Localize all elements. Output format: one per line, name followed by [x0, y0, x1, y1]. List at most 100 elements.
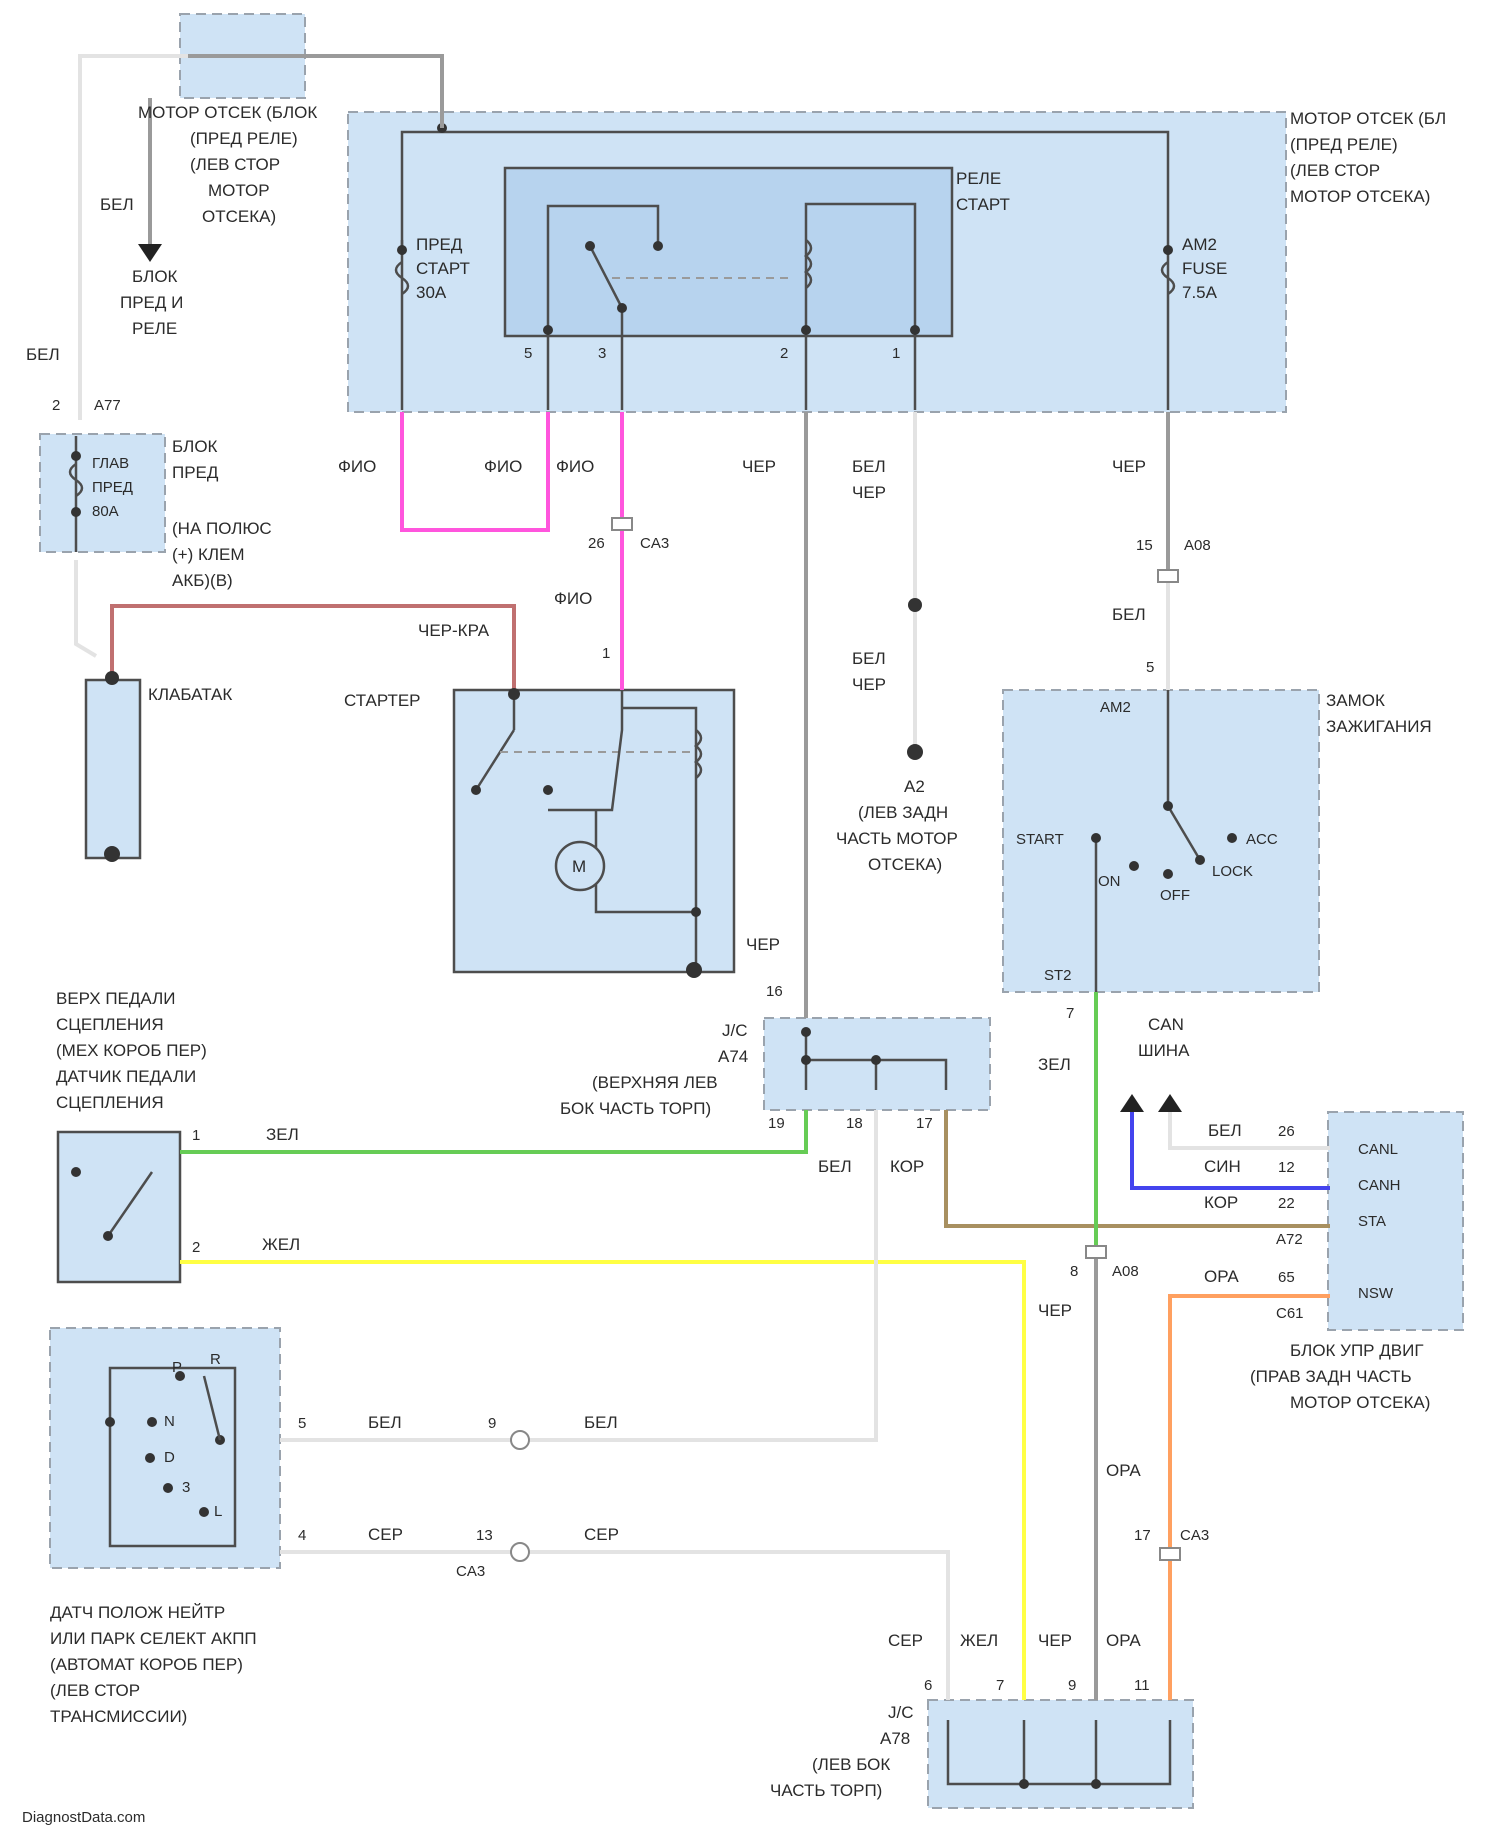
label-main-fuse-note-2: (+) КЛЕМ	[172, 545, 245, 564]
label-clutch-5: СЦЕПЛЕНИЯ	[56, 1093, 164, 1112]
label-bel-7: БЕЛ	[584, 1413, 618, 1432]
label-arrow-block-2: ПРЕД И	[120, 293, 183, 312]
label-fio-1: ФИО	[338, 457, 376, 476]
label-nsw-p: P	[172, 1359, 182, 1376]
label-relay-2: СТАРТ	[956, 195, 1010, 214]
label-motor: M	[572, 857, 586, 876]
pin-jc78-9: 9	[1068, 1677, 1076, 1694]
label-zhel-1: ЖЕЛ	[262, 1235, 300, 1254]
label-zhel-2: ЖЕЛ	[960, 1631, 998, 1650]
label-jc74-3: (ВЕРХНЯЯ ЛЕВ	[592, 1073, 718, 1092]
label-cher-4: ЧЕР	[1038, 1301, 1072, 1320]
pin-jc-17: 17	[916, 1115, 933, 1132]
label-bel-5: БЕЛ	[1208, 1121, 1242, 1140]
label-starter: СТАРТЕР	[344, 691, 421, 710]
connector-ca3-17	[1160, 1548, 1180, 1560]
label-ser-2: СЕР	[584, 1525, 619, 1544]
label-belcher-2a: БЕЛ	[852, 649, 886, 668]
label-fuse-start-3: 30A	[416, 283, 447, 302]
pin-ecm-c61: C61	[1276, 1305, 1304, 1322]
can-arrow-up-icon	[1120, 1094, 1144, 1112]
pin-ca3-26: 26	[588, 535, 605, 552]
label-ecm-2: (ПРАВ ЗАДН ЧАСТЬ	[1250, 1367, 1412, 1386]
label-nsw-r: R	[210, 1351, 221, 1368]
pin-starter-1: 1	[602, 645, 610, 662]
label-ecm-1: БЛОК УПР ДВИГ	[1290, 1341, 1424, 1360]
pin-jc-18: 18	[846, 1115, 863, 1132]
pin-c13: 13	[476, 1527, 493, 1544]
label-ecm-sta: STA	[1358, 1213, 1386, 1230]
label-am2-1: AM2	[1182, 235, 1217, 254]
label-clutch-3: (МЕХ КОРОБ ПЕР)	[56, 1041, 207, 1060]
label-top-small-5: ОТСЕКА)	[202, 207, 276, 226]
label-kor-2: КОР	[1204, 1193, 1238, 1212]
label-ora-2: ОРА	[1106, 1461, 1141, 1480]
label-ecm-canh: CANH	[1358, 1177, 1401, 1194]
pin-ca3: CA3	[640, 535, 669, 552]
label-ign-acc: ACC	[1246, 831, 1278, 848]
label-main-fuse-note-1: (НА ПОЛЮС	[172, 519, 272, 538]
label-can-1: CAN	[1148, 1015, 1184, 1034]
label-jc78-1: J/C	[888, 1703, 914, 1722]
wire-cher-kra	[112, 606, 514, 690]
wire-white-main-fuse	[76, 560, 96, 656]
label-kor-1: КОР	[890, 1157, 924, 1176]
pin-ecm-26: 26	[1278, 1123, 1295, 1140]
connector-9	[511, 1431, 529, 1449]
connector-13	[511, 1543, 529, 1561]
label-ign-1: ЗАМОК	[1326, 691, 1385, 710]
pin-5: 5	[524, 345, 532, 362]
label-top-small-2: (ПРЕД РЕЛЕ)	[190, 129, 298, 148]
pin-ca3-b: CA3	[1180, 1527, 1209, 1544]
label-top-right-3: (ЛЕВ СТОР	[1290, 161, 1380, 180]
pin-2: 2	[780, 345, 788, 362]
label-belcher-1b: ЧЕР	[852, 483, 886, 502]
pin-a77: A77	[94, 397, 121, 414]
can-arrow-up-icon-2	[1158, 1094, 1182, 1112]
label-main-fuse-3: 80A	[92, 503, 119, 520]
connector-ca3-26	[612, 518, 632, 530]
pin-jc78-11: 11	[1134, 1677, 1150, 1694]
label-cher-5: ЧЕР	[1038, 1631, 1072, 1650]
label-fio-2: ФИО	[484, 457, 522, 476]
label-ora-1: ОРА	[1204, 1267, 1239, 1286]
label-ign-st2: ST2	[1044, 967, 1072, 984]
label-cher-kra: ЧЕР-КРА	[418, 621, 490, 640]
label-ora-3: ОРА	[1106, 1631, 1141, 1650]
label-arrow-block-3: РЕЛЕ	[132, 319, 177, 338]
starter-relay	[505, 168, 952, 336]
label-jc78-3: (ЛЕВ БОК	[812, 1755, 890, 1774]
label-nsw-n: N	[164, 1413, 175, 1430]
label-jc74-2: A74	[718, 1047, 748, 1066]
label-nsw-2: ИЛИ ПАРК СЕЛЕКТ АКПП	[50, 1629, 257, 1648]
label-top-right-2: (ПРЕД РЕЛЕ)	[1290, 135, 1398, 154]
label-am2-2: FUSE	[1182, 259, 1227, 278]
label-clutch-4: ДАТЧИК ПЕДАЛИ	[56, 1067, 196, 1086]
label-cher-2: ЧЕР	[1112, 457, 1146, 476]
label-top-right-1: МОТОР ОТСЕК (БЛ	[1290, 109, 1446, 128]
pin-c9: 9	[488, 1415, 496, 1432]
label-fuse-start-1: ПРЕД	[416, 235, 463, 254]
label-fio-4: ФИО	[554, 589, 592, 608]
pin-a08: A08	[1184, 537, 1211, 554]
label-jc74-4: БОК ЧАСТЬ ТОРП)	[560, 1099, 711, 1118]
label-wire-bel-1: БЕЛ	[100, 195, 134, 214]
label-nsw-5: ТРАНСМИССИИ)	[50, 1707, 187, 1726]
pin-jc-19: 19	[768, 1115, 785, 1132]
pin-jc78-6: 6	[924, 1677, 932, 1694]
nsw-block	[50, 1328, 280, 1568]
label-clutch-1: ВЕРХ ПЕДАЛИ	[56, 989, 175, 1008]
label-ign-lock: LOCK	[1212, 863, 1253, 880]
label-ecm-3: МОТОР ОТСЕКА)	[1290, 1393, 1430, 1412]
label-main-fuse-block-2: ПРЕД	[172, 463, 219, 482]
pin-ca3-c: CA3	[456, 1563, 485, 1580]
label-ign-on: ON	[1098, 873, 1121, 890]
label-nsw-l: L	[214, 1503, 222, 1520]
pin-ecm-22: 22	[1278, 1195, 1295, 1212]
label-ecm-nsw: NSW	[1358, 1285, 1394, 1302]
label-a2-4: ОТСЕКА)	[868, 855, 942, 874]
connector-a08-15	[1158, 570, 1178, 582]
label-zel-1: ЗЕЛ	[1038, 1055, 1071, 1074]
label-ecm-canl: CANL	[1358, 1141, 1398, 1158]
